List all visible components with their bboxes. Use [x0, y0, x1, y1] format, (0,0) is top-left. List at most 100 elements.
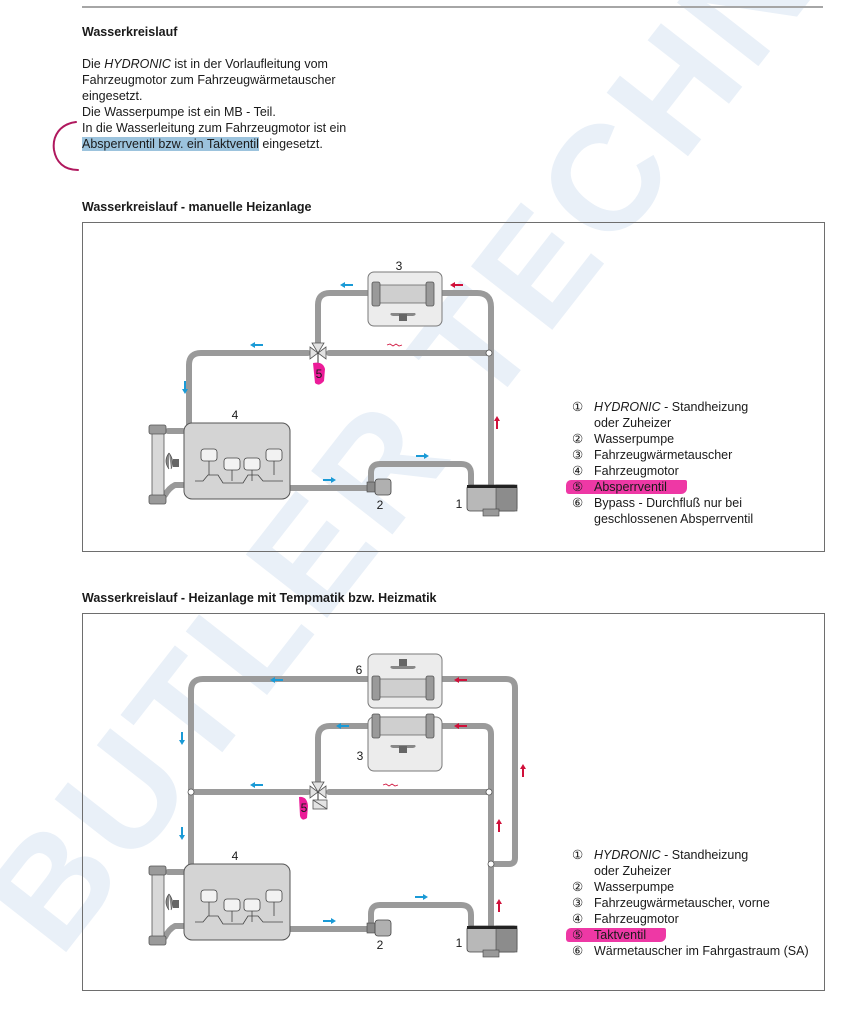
label-1: 1 — [456, 497, 463, 511]
flow-arrow-cold-left — [270, 677, 283, 683]
legend-item: ① HYDRONIC - Standheizung — [572, 399, 753, 415]
diagram-1-schematic: 3 5 4 — [148, 259, 518, 517]
legend-text: Fahrzeugmotor — [594, 464, 679, 478]
label-6: 6 — [356, 663, 363, 677]
flow-arrow-hot-left — [454, 723, 467, 729]
flow-arrow-cold-right — [323, 477, 336, 483]
water-pump-2 — [366, 919, 392, 937]
flow-arrow-hot-up — [494, 416, 500, 429]
fan-icon — [390, 659, 416, 669]
brand-name: HYDRONIC — [594, 848, 661, 862]
flow-arrow-hot-up — [496, 899, 502, 912]
diagram-1-box: 3 5 4 — [82, 222, 825, 552]
legend-number: ④ — [572, 464, 584, 478]
legend-text: Fahrzeugmotor — [594, 912, 679, 926]
hydronic-heater-1 — [466, 925, 518, 958]
label-1: 1 — [456, 936, 463, 950]
legend-item: ③ Fahrzeugwärmetauscher — [572, 447, 753, 463]
legend-number: ② — [572, 432, 584, 446]
heat-exchanger-3 — [367, 271, 443, 327]
bypass-flow-indicator — [382, 783, 399, 787]
flow-arrow-cold-left — [250, 782, 263, 788]
pipe-hx-to-valve — [315, 290, 371, 348]
legend-text: Fahrzeugwärmetauscher — [594, 448, 733, 462]
pipe-riser — [432, 723, 494, 929]
pipes — [162, 290, 494, 498]
legend-number: ① — [572, 400, 584, 414]
diagram-1-legend: ① HYDRONIC - Standheizung oder Zuheizer ② Wa… — [566, 399, 754, 527]
diagram-2-box: 6 3 5 — [82, 613, 825, 991]
rear-heat-exchanger-6 — [367, 653, 443, 709]
legend-number: ⑤ — [572, 928, 584, 942]
legend-text: Bypass - Durchfluß nur bei — [594, 496, 742, 510]
diagram-1-title: Wasserkreislauf - manuelle Heizanlage — [82, 200, 312, 214]
pipe-rear-hx-to-engine — [188, 676, 371, 872]
legend-item: ④ Fahrzeugmotor — [572, 911, 809, 927]
pipe-radiator-bottom — [162, 482, 186, 498]
flow-arrow-hot-left — [454, 677, 467, 683]
pink-marker-highlight — [566, 928, 666, 942]
legend-number: ④ — [572, 912, 584, 926]
legend-number: ③ — [572, 896, 584, 910]
legend-number: ⑤ — [572, 480, 584, 494]
clock-valve-5 — [299, 781, 328, 820]
legend-text: Wasserpumpe — [594, 432, 675, 446]
flow-arrow-cold-right — [415, 894, 428, 900]
legend-text: HYDRONIC - Standheizung — [594, 400, 749, 414]
intro-line-1: Die HYDRONIC ist in der Vorlaufleitung v… — [82, 57, 328, 71]
junction-left — [187, 788, 195, 796]
selected-text[interactable]: Absperrventil bzw. ein Taktventil — [82, 137, 259, 151]
junction-riser — [487, 860, 495, 868]
label-2: 2 — [377, 938, 384, 952]
intro-line-2: Fahrzeugmotor zum Fahrzeugwärmetauscher — [82, 73, 336, 87]
pink-marker-highlight — [566, 480, 687, 494]
diagram-2-title: Wasserkreislauf - Heizanlage mit Tempmat… — [82, 591, 437, 605]
top-rule — [82, 6, 823, 8]
intro-line-5: In die Wasserleitung zum Fahrzeugmotor i… — [82, 121, 347, 135]
pipe-radiator-bottom — [162, 923, 188, 940]
legend-text-continued: oder Zuheizer — [594, 864, 672, 878]
intro-line-6: Absperrventil bzw. ein Taktventil einges… — [82, 137, 323, 151]
radiator — [148, 865, 179, 946]
legend-number: ③ — [572, 448, 584, 462]
legend-item: ⑤ Absperrventil — [566, 479, 753, 495]
radiator — [148, 424, 179, 505]
flow-arrow-cold-right — [323, 918, 336, 924]
flow-arrow-hot-left — [450, 282, 463, 288]
engine-4 — [183, 422, 291, 500]
flow-arrow-cold-left — [250, 342, 263, 348]
heat-exchanger-3 — [367, 713, 443, 772]
label-4: 4 — [232, 849, 239, 863]
label-4: 4 — [232, 408, 239, 422]
brand-name: HYDRONIC — [594, 400, 661, 414]
fan-icon — [390, 745, 416, 753]
legend-text-continued: geschlossenen Absperrventil — [594, 512, 754, 526]
bypass-junction — [485, 788, 493, 796]
flow-arrow-cold-right — [416, 453, 429, 459]
pen-bracket-annotation — [52, 121, 79, 171]
legend-text: Absperrventil — [594, 480, 667, 494]
label-5: 5 — [301, 801, 308, 815]
diagram-2-schematic: 6 3 5 — [148, 653, 526, 958]
pipe-heater-to-hx — [432, 290, 494, 488]
legend-text: HYDRONIC - Standheizung — [594, 848, 749, 862]
pipe-valve-to-engine — [186, 350, 311, 434]
bypass-flow-indicator — [386, 343, 403, 347]
legend-item: ④ Fahrzeugmotor — [572, 463, 753, 479]
intro-paragraph: Die HYDRONIC ist in der Vorlaufleitung v… — [82, 56, 502, 152]
shutoff-valve-5 — [309, 342, 327, 385]
legend-text: Wärmetauscher im Fahrgastraum (SA) — [594, 944, 809, 958]
label-3: 3 — [396, 259, 403, 273]
intro-line-4: Die Wasserpumpe ist ein MB - Teil. — [82, 105, 276, 119]
flow-arrows — [182, 282, 500, 483]
section-heading: Wasserkreislauf — [82, 25, 178, 39]
flow-arrow-cold-down — [179, 732, 185, 745]
flow-arrow-cold-left — [340, 282, 353, 288]
legend-text-continued: oder Zuheizer — [594, 416, 672, 430]
